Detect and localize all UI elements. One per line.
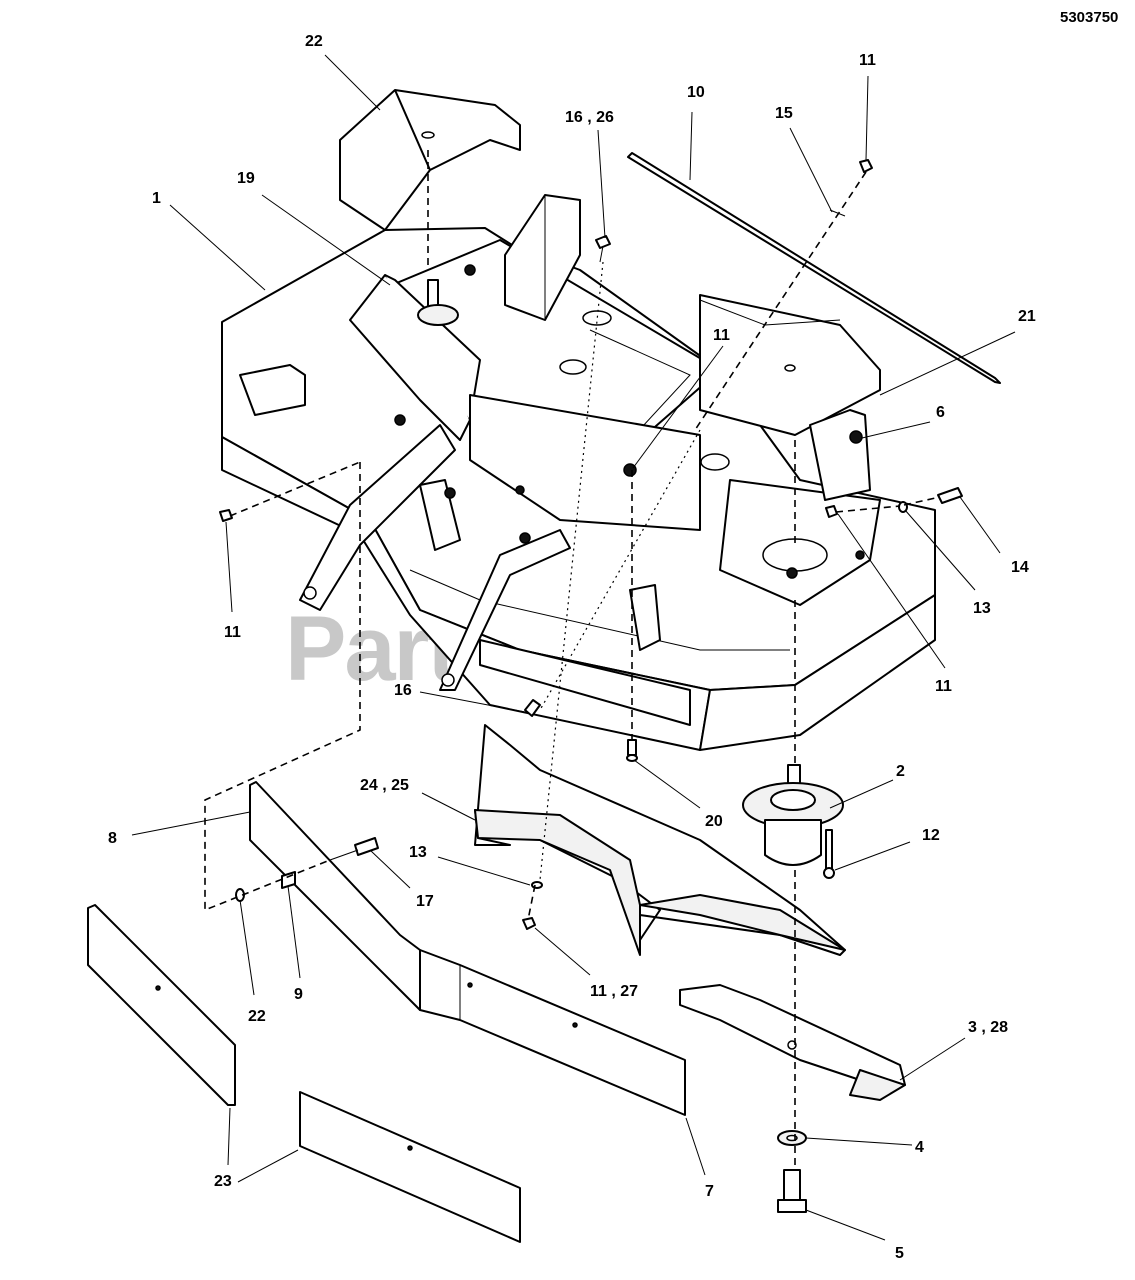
callout-7[interactable]: 7 [705,1183,714,1200]
leader-lines [131,54,1016,1241]
callout-10[interactable]: 10 [687,84,705,101]
belt-cover-part-22[interactable] [339,89,521,231]
callout-9[interactable]: 9 [294,986,303,1003]
callout-24-25[interactable]: 24 , 25 [360,777,409,794]
washer-part-4[interactable] [777,1130,807,1146]
callout-labels: 1 19 22 16 , 26 10 15 11 21 11 6 14 13 1… [108,33,1036,1262]
plate-part-23-bottom[interactable] [299,1091,521,1243]
callout-17[interactable]: 17 [416,893,434,910]
callout-14[interactable]: 14 [1011,559,1029,576]
nut-part-11-27[interactable] [522,917,536,930]
bolt-part-14[interactable] [937,487,963,504]
callout-4[interactable]: 4 [915,1139,924,1156]
spindle-assembly-part-2[interactable] [742,764,844,866]
document-number: 5303750 [1060,9,1118,26]
blade-part-3-28[interactable] [679,984,906,1101]
baffle-part-7[interactable] [419,949,686,1116]
callout-21[interactable]: 21 [1018,308,1036,325]
callout-20[interactable]: 20 [705,813,723,830]
bolt-part-20[interactable] [626,739,638,762]
callout-16[interactable]: 16 [394,682,412,699]
baffle-part-24-25[interactable] [474,724,846,956]
bolt-part-5[interactable] [777,1169,807,1213]
mower-deck-part-1[interactable] [221,194,936,751]
callout-12[interactable]: 12 [922,827,940,844]
assembly-lines [204,150,941,1170]
callout-11-27[interactable]: 11 , 27 [590,983,638,1000]
callout-11-mid[interactable]: 11 [713,327,730,344]
callout-19[interactable]: 19 [237,170,255,187]
callout-15[interactable]: 15 [775,105,793,122]
bolt-part-16-26[interactable] [595,235,611,263]
callout-6[interactable]: 6 [936,404,945,421]
nut-part-11-left[interactable] [219,509,233,522]
callout-8[interactable]: 8 [108,830,117,847]
bolt-part-16[interactable] [524,699,541,717]
bolt-part-17[interactable] [329,837,379,861]
nut-part-11-right[interactable] [825,505,838,518]
deflector-part-23[interactable] [87,904,236,1106]
callout-16-26[interactable]: 16 , 26 [565,109,614,126]
callout-5[interactable]: 5 [895,1245,904,1262]
nut-part-11-top[interactable] [859,159,873,173]
callout-1[interactable]: 1 [152,190,161,207]
callout-11-left[interactable]: 11 [224,624,241,641]
callout-23[interactable]: 23 [214,1173,232,1190]
spindle-bracket-part-6[interactable] [809,409,871,501]
callout-13-mid[interactable]: 13 [409,844,427,861]
baffle-part-8[interactable] [249,781,421,1011]
callout-22-top[interactable]: 22 [305,33,323,50]
belt-part-10[interactable] [627,152,1001,384]
spacer-part-9[interactable] [281,871,296,889]
washer-part-13-mid[interactable] [531,881,543,889]
callout-13-right[interactable]: 13 [973,600,991,617]
callout-2[interactable]: 2 [896,763,905,780]
callout-11-right[interactable]: 11 [935,678,952,695]
callout-3-28[interactable]: 3 , 28 [968,1019,1008,1036]
callout-11-top[interactable]: 11 [859,52,876,69]
callout-22-bottom[interactable]: 22 [248,1008,266,1025]
washer-part-15[interactable] [829,209,846,217]
bolt-part-12[interactable] [823,829,835,879]
spindle-pulley-top[interactable] [417,279,459,326]
